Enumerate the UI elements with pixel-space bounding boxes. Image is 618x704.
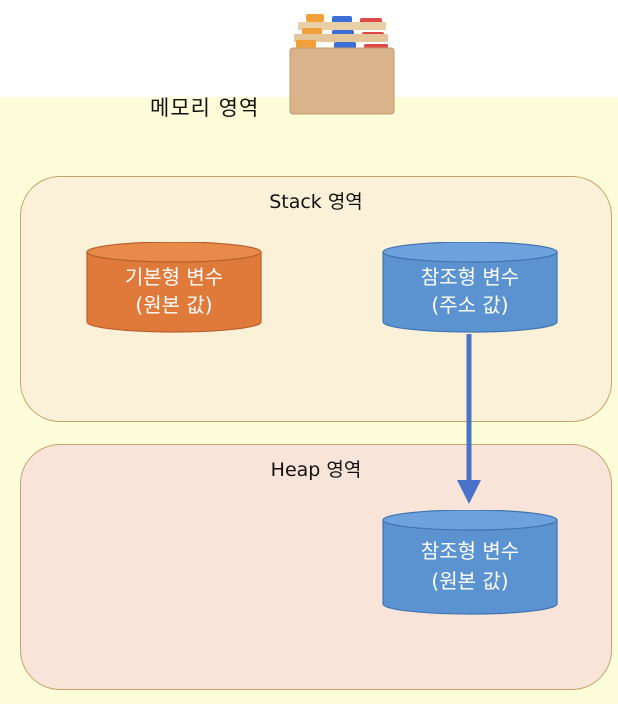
primitive-variable-line1: 기본형 변수 xyxy=(124,265,224,289)
stack-region-label: Stack 영역 xyxy=(269,191,363,213)
file-cabinet-icon xyxy=(288,10,396,120)
primitive-variable-line2: (원본 값) xyxy=(135,293,213,317)
stack-reference-line2: (주소 값) xyxy=(431,293,509,317)
heap-reference-line1: 참조형 변수 xyxy=(420,539,520,563)
memory-area-label: 메모리 영역 xyxy=(150,96,260,120)
heap-reference-variable-cylinder: 참조형 변수 (원본 값) xyxy=(382,510,558,616)
stack-reference-variable-cylinder: 참조형 변수 (주소 값) xyxy=(382,242,558,334)
primitive-variable-cylinder: 기본형 변수 (원본 값) xyxy=(86,242,262,334)
stack-reference-line1: 참조형 변수 xyxy=(420,265,520,289)
heap-reference-line2: (원본 값) xyxy=(431,569,509,593)
heap-region-label: Heap 영역 xyxy=(270,459,362,481)
